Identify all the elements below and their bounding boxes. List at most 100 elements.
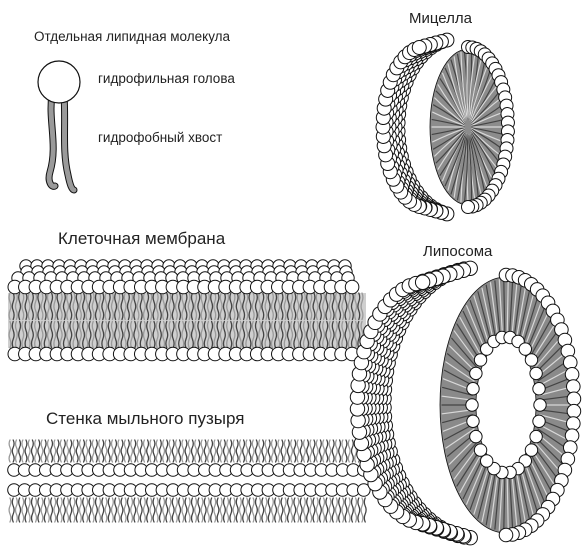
- lipid-tail: [172, 440, 174, 462]
- lipid-tail: [156, 440, 158, 462]
- micelle-title: Мицелла: [409, 10, 472, 27]
- lipid-tail: [25, 498, 27, 522]
- lipid-tail: [342, 498, 344, 522]
- lipid-tail: [131, 498, 133, 522]
- lipid-tail: [291, 440, 293, 462]
- lipid-tail: [54, 498, 56, 522]
- lipid-tail: [89, 440, 91, 462]
- lipid-tail: [153, 498, 155, 522]
- lipid-tail: [236, 498, 238, 522]
- lipid-tail: [153, 440, 155, 462]
- lipid-tail: [86, 440, 88, 462]
- lipid-tail: [150, 498, 152, 522]
- lipid-tail: [326, 440, 328, 462]
- lipid-head: [565, 368, 579, 382]
- lipid-tail: [358, 498, 360, 522]
- lipid-tail: [198, 440, 200, 462]
- lipid-tail: [22, 498, 24, 522]
- lipid-tail: [262, 440, 264, 462]
- lipid-tail: [195, 498, 197, 522]
- lipid-tail: [41, 440, 43, 462]
- lipid-tail: [48, 498, 50, 522]
- lipid-tail: [339, 440, 341, 462]
- lipid-head: [415, 275, 429, 289]
- lipid-tail: [92, 498, 94, 522]
- lipid-tail: [131, 440, 133, 462]
- lipid-tail: [32, 498, 34, 522]
- lipid-head: [474, 354, 486, 366]
- lipid-tail: [150, 440, 152, 462]
- lipid-tail: [60, 498, 62, 522]
- lipid-tail: [134, 498, 136, 522]
- lipid-head: [499, 528, 513, 542]
- lipid-tail: [208, 498, 210, 522]
- lipid-tail: [64, 440, 66, 462]
- lipid-tail: [345, 498, 347, 522]
- lipid-tail: [214, 498, 216, 522]
- lipid-tail: [38, 440, 40, 462]
- lipid-tail: [288, 498, 290, 522]
- lipid-tail: [211, 440, 213, 462]
- lipid-tail: [105, 498, 107, 522]
- lipid-head: [467, 415, 479, 427]
- lipid-tail: [259, 440, 261, 462]
- lipid-tail: [310, 440, 312, 462]
- lipid-tail: [134, 440, 136, 462]
- lipid-tail: [121, 440, 123, 462]
- lipid-tail: [288, 440, 290, 462]
- lipid-tail: [332, 440, 334, 462]
- lipid-tail: [166, 498, 168, 522]
- lipid-tail: [307, 440, 309, 462]
- lipid-tail: [265, 440, 267, 462]
- lipid-tail: [243, 498, 245, 522]
- lipid-tail: [348, 440, 350, 462]
- lipid-tail: [128, 440, 130, 462]
- lipid-tail: [60, 440, 62, 462]
- lipid-tail: [249, 498, 251, 522]
- lipid-head: [533, 415, 545, 427]
- lipid-tail: [169, 440, 171, 462]
- lipid-tail: [281, 498, 283, 522]
- lipid-tail: [182, 498, 184, 522]
- lipid-tail: [240, 498, 242, 522]
- lipid-tail: [137, 440, 139, 462]
- tail-label: гидрофобный хвост: [98, 130, 222, 145]
- lipid-tail: [300, 498, 302, 522]
- lipid-tail: [220, 440, 222, 462]
- lipid-head: [567, 417, 581, 431]
- lipid-tail: [211, 498, 213, 522]
- micelle: [376, 33, 514, 221]
- lipid-head: [470, 367, 482, 379]
- lipid-tail: [195, 440, 197, 462]
- lipid-tail: [345, 440, 347, 462]
- lipid-tail: [243, 440, 245, 462]
- lipid-tail: [300, 440, 302, 462]
- lipid-head: [519, 343, 531, 355]
- lipid-head: [563, 356, 577, 370]
- lipid-tail: [188, 440, 190, 462]
- soap-bubble-wall: [8, 440, 370, 522]
- lipid-tail: [240, 440, 242, 462]
- lipid-tail: [201, 498, 203, 522]
- lipid-tail: [163, 440, 165, 462]
- lipid-head: [567, 404, 581, 418]
- lipid-tail: [179, 440, 181, 462]
- lipid-tail: [268, 498, 270, 522]
- lipid-tail: [297, 498, 299, 522]
- lipid-tail: [105, 440, 107, 462]
- lipid-tail: [147, 498, 149, 522]
- lipid-tail: [364, 498, 366, 522]
- lipid-tail: [54, 440, 56, 462]
- lipid-tail: [70, 440, 72, 462]
- head-label: гидрофильная голова: [98, 71, 235, 86]
- lipid-tail: [316, 440, 318, 462]
- lipid-tail: [275, 440, 277, 462]
- lipid-tail: [227, 440, 229, 462]
- lipid-tail: [192, 498, 194, 522]
- lipid-tail: [160, 498, 162, 522]
- lipid-tail: [99, 498, 101, 522]
- lipid-tail: [246, 440, 248, 462]
- lipid-tail: [208, 440, 210, 462]
- liposome-title: Липосома: [423, 243, 492, 260]
